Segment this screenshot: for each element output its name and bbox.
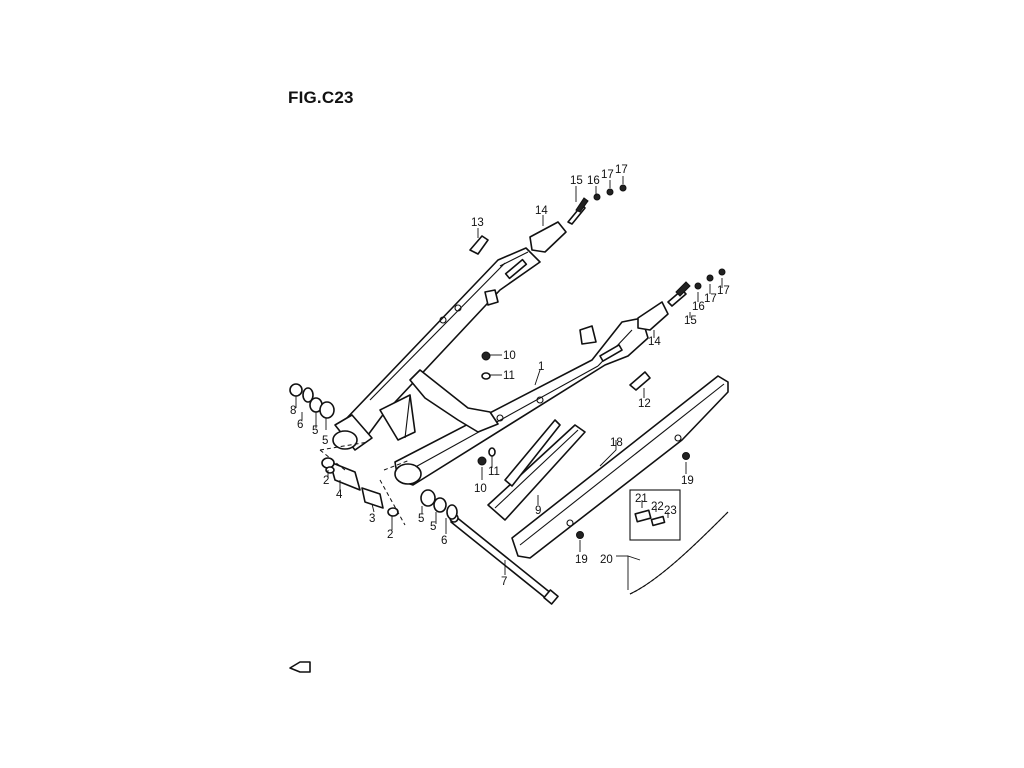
callout-18: 18 (610, 437, 623, 449)
callout-3: 3 (369, 513, 375, 525)
callout-21: 21 (635, 493, 648, 505)
callout-17d: 17 (717, 285, 730, 297)
callout-13: 13 (471, 217, 484, 229)
callout-15b: 15 (684, 315, 697, 327)
chain-adjuster-upper (529, 184, 627, 253)
callout-5a: 5 (312, 425, 318, 437)
chain-guide-part-9 (487, 419, 586, 521)
swingarm-part-1 (332, 247, 649, 486)
callout-4: 4 (336, 489, 343, 501)
figure-title: FIG.C23 (288, 88, 354, 107)
callout-5c: 5 (418, 513, 424, 525)
callout-9: 9 (535, 505, 541, 517)
return-arrow-icon (289, 661, 311, 673)
leader-lines (295, 176, 723, 590)
callout-11b: 11 (488, 466, 500, 478)
callout-5b: 5 (322, 435, 328, 447)
right-pivot-parts (420, 489, 458, 520)
callout-17a: 17 (601, 169, 614, 181)
callout-labels: 1 2 2 3 4 5 5 5 5 6 6 7 8 9 10 10 11 11 … (290, 164, 730, 588)
chain-cover-part-18 (511, 375, 729, 559)
left-pivot-parts (289, 383, 399, 517)
callout-6a: 6 (297, 419, 303, 431)
callout-22: 22 (651, 501, 664, 513)
callout-20: 20 (600, 554, 613, 566)
callout-6b: 6 (441, 535, 447, 547)
callout-23: 23 (664, 505, 677, 517)
callout-16a: 16 (587, 175, 600, 187)
callout-19a: 19 (681, 475, 694, 487)
bolts-and-washers (477, 351, 690, 539)
callout-19b: 19 (575, 554, 588, 566)
callout-10b: 10 (474, 483, 487, 495)
callout-14a: 14 (535, 205, 548, 217)
callout-12: 12 (638, 398, 651, 410)
drive-chain-part-20 (629, 489, 729, 595)
callout-14b: 14 (648, 336, 661, 348)
callout-16b: 16 (692, 301, 705, 313)
callout-8: 8 (290, 405, 296, 417)
callout-5d: 5 (430, 521, 436, 533)
callout-7: 7 (501, 576, 507, 588)
bracket-part-13 (469, 235, 489, 255)
callout-17b: 17 (615, 164, 628, 176)
callout-2b: 2 (387, 529, 393, 541)
callout-17c: 17 (704, 293, 717, 305)
callout-11a: 11 (503, 370, 515, 382)
chain-adjuster-lower (637, 268, 726, 331)
callout-1: 1 (538, 361, 544, 373)
callout-2a: 2 (323, 475, 329, 487)
callout-10a: 10 (503, 350, 516, 362)
bracket-part-12 (629, 371, 651, 391)
callout-15a: 15 (570, 175, 583, 187)
